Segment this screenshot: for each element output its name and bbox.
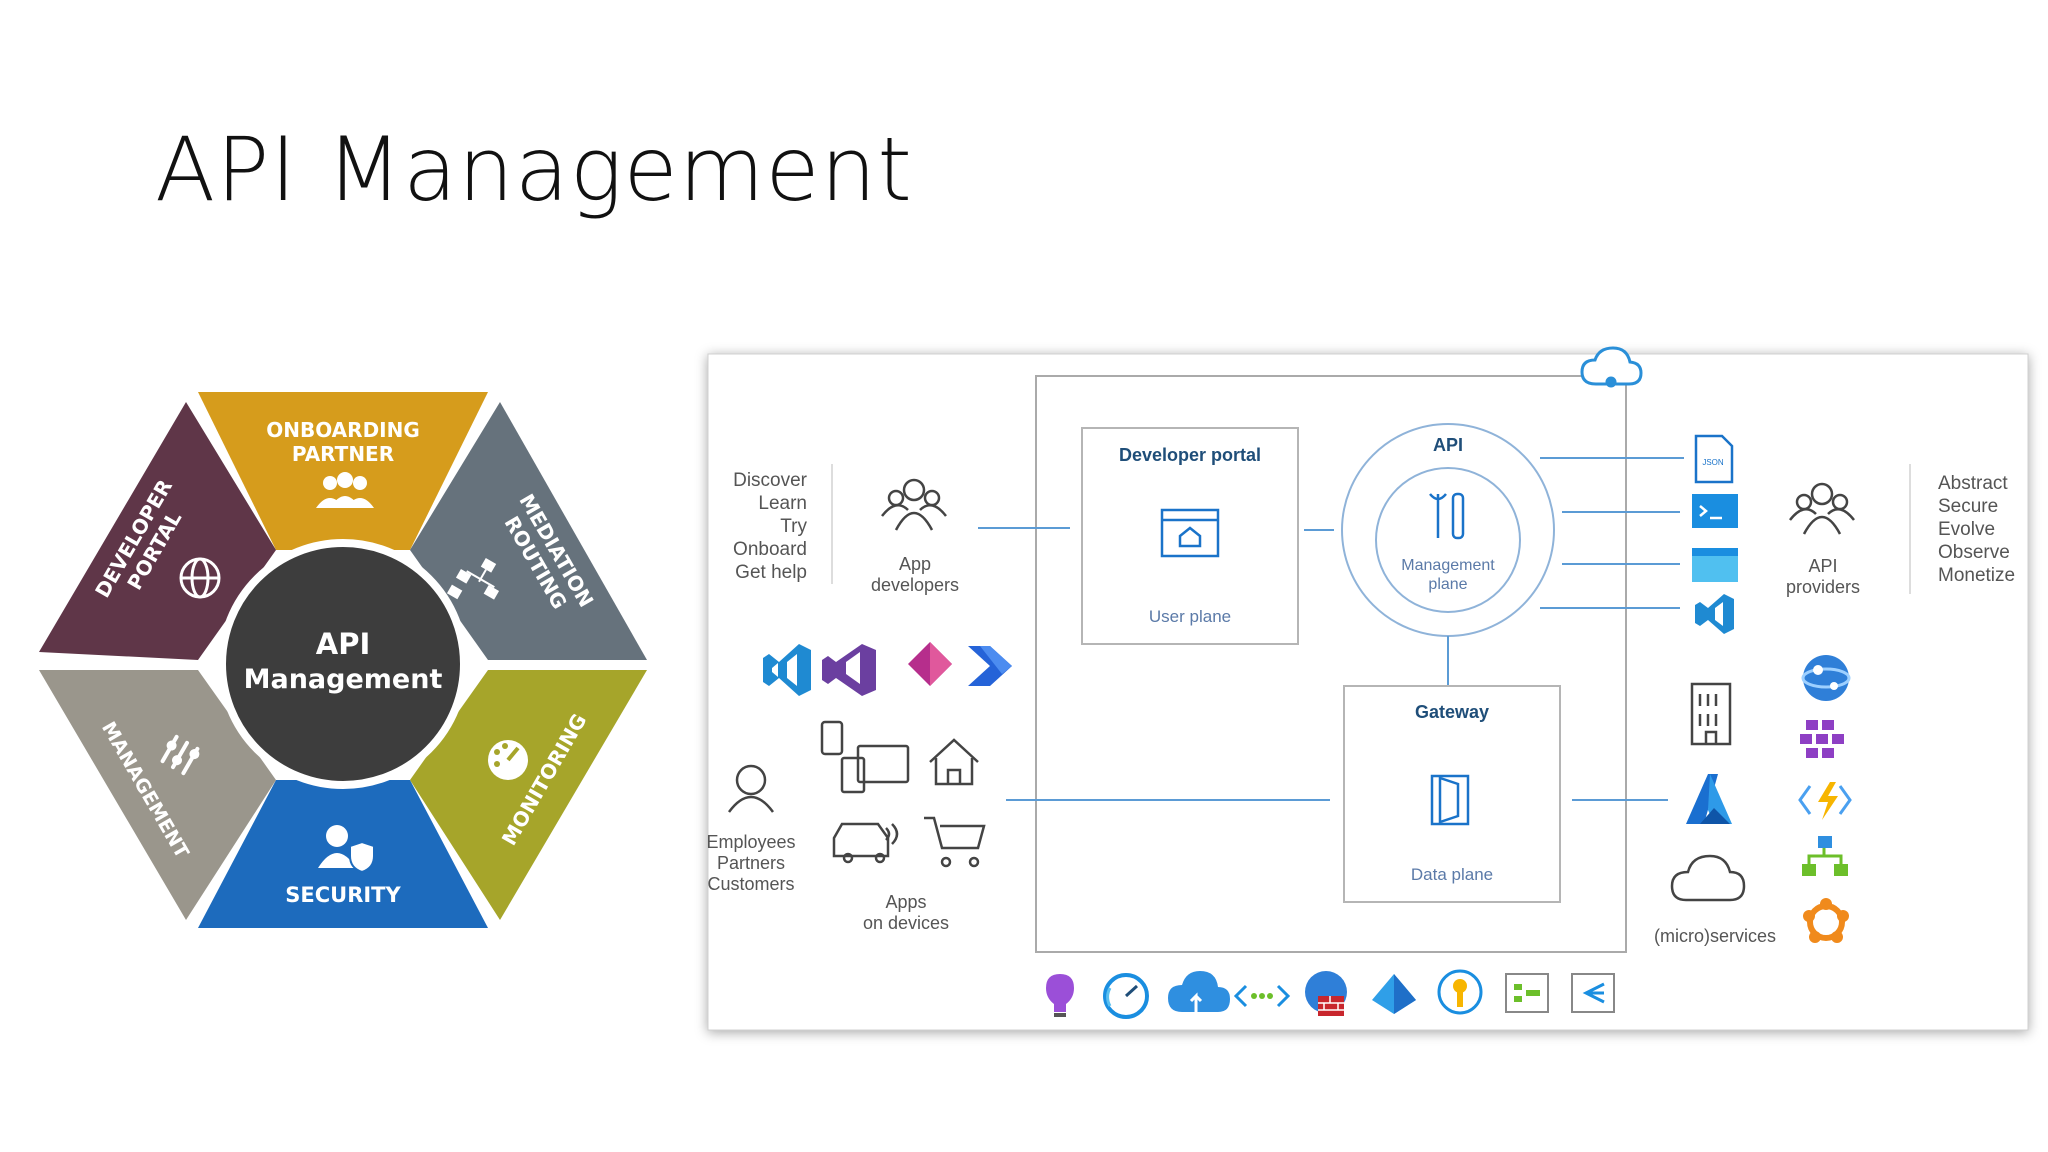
function-app-icon (1798, 782, 1852, 820)
visual-studio-icon (822, 644, 876, 696)
user-plane-label: User plane (1149, 607, 1231, 626)
api-management-hexagon: API Management ONBOARDING PARTNER MEDIAT… (39, 392, 647, 928)
people-group-icon (316, 472, 374, 508)
data-plane-label: Data plane (1411, 865, 1493, 884)
service-fabric-icon (1803, 898, 1849, 943)
action-onboard: Onboard (733, 539, 807, 560)
azure-logo-icon (1686, 774, 1732, 824)
globe-icon (179, 557, 221, 599)
firewall-globe-icon (1305, 971, 1347, 1016)
partners-label: Partners (717, 853, 785, 873)
center-label-line1: API (316, 627, 371, 661)
api-providers-line2: providers (1786, 577, 1860, 597)
home-icon (929, 738, 979, 786)
user-shield-icon (318, 825, 375, 874)
power-apps-icon (908, 642, 952, 686)
segment-onboarding-partner (198, 392, 488, 550)
onboarding-label-line2: PARTNER (292, 442, 394, 466)
platform-box (1035, 375, 1627, 953)
entra-diamond-icon (1372, 974, 1416, 1014)
browser-window-icon (1692, 548, 1738, 582)
key-vault-icon (1437, 969, 1483, 1015)
architecture-panel: Discover Learn Try Onboard Get help App … (706, 346, 2029, 1031)
developer-portal-box (1081, 427, 1299, 645)
shopping-cart-icon (924, 816, 986, 868)
action-learn: Learn (758, 493, 807, 514)
segment-mediation-routing (410, 402, 647, 660)
hexagon-center (218, 539, 468, 789)
apps-on-devices-line2: on devices (863, 913, 949, 933)
insights-bulb-icon (1046, 974, 1074, 1017)
network-hierarchy-small-icon (1802, 836, 1848, 876)
segment-monitoring (410, 670, 647, 920)
customers-label: Customers (707, 874, 794, 894)
gateway-title: Gateway (1415, 702, 1489, 722)
management-plane-line2: plane (1428, 576, 1467, 593)
action-evolve: Evolve (1938, 519, 1995, 540)
microservices-label: (micro)services (1654, 926, 1776, 946)
door-icon (1430, 774, 1470, 826)
apps-on-devices-line1: Apps (885, 892, 926, 912)
devices-icon (820, 720, 910, 794)
segment-management (39, 670, 276, 920)
event-grid-icon (1571, 973, 1615, 1013)
log-analytics-icon (1505, 973, 1549, 1013)
gateway-box (1343, 685, 1561, 903)
api-inner-circle (1375, 467, 1521, 613)
terminal-icon (1692, 494, 1738, 528)
app-developers-line2: developers (871, 575, 959, 595)
segment-security (198, 780, 488, 928)
developer-portal-title: Developer portal (1119, 445, 1261, 465)
cloud-outline-icon (1670, 854, 1746, 902)
action-secure: Secure (1938, 496, 1998, 517)
app-developers-line1: App (899, 554, 931, 574)
virtual-network-icon (1233, 984, 1291, 1008)
portal-window-icon (1160, 508, 1220, 558)
segment-developer-portal (39, 402, 276, 660)
right-action-list: Abstract Secure Evolve Observe Monetize (1938, 473, 2015, 586)
svg-text:JSON: JSON (1702, 458, 1724, 467)
security-label: SECURITY (285, 883, 401, 907)
vs-code-icon (763, 644, 811, 696)
management-plane-line1: Management (1401, 557, 1495, 574)
onboarding-label-line1: ONBOARDING (266, 418, 420, 442)
building-icon (1690, 682, 1732, 746)
api-connectors (1540, 457, 1684, 609)
json-file-icon: JSON (1694, 434, 1734, 484)
action-try: Try (780, 516, 807, 537)
left-action-list: Discover Learn Try Onboard Get help (733, 470, 808, 583)
kubernetes-cluster-icon (1800, 720, 1844, 758)
monitor-gauge-icon (1103, 973, 1149, 1019)
person-icon (727, 764, 775, 813)
power-automate-icon (968, 646, 1012, 686)
action-discover: Discover (733, 470, 808, 491)
action-abstract: Abstract (1938, 473, 2008, 494)
action-observe: Observe (1938, 542, 2010, 563)
api-title: API (1433, 435, 1463, 455)
center-label-line2: Management (244, 664, 443, 695)
app-service-globe-icon (1801, 655, 1851, 701)
network-hierarchy-icon (446, 557, 500, 600)
tools-icon (1429, 492, 1465, 540)
cloud-api-icon (1580, 346, 1643, 388)
settings-sliders-icon (160, 734, 200, 776)
action-monetize: Monetize (1938, 565, 2015, 586)
api-providers-line1: API (1808, 556, 1837, 576)
employees-label: Employees (706, 832, 795, 852)
developers-group-icon (881, 478, 947, 531)
gauge-icon (488, 740, 528, 780)
car-icon (832, 822, 899, 864)
cloud-upload-icon (1168, 971, 1230, 1014)
providers-group-icon (1789, 482, 1855, 535)
action-get-help: Get help (735, 562, 807, 583)
slide-title: API Management (155, 118, 913, 221)
vs-code-small-icon (1695, 594, 1734, 634)
